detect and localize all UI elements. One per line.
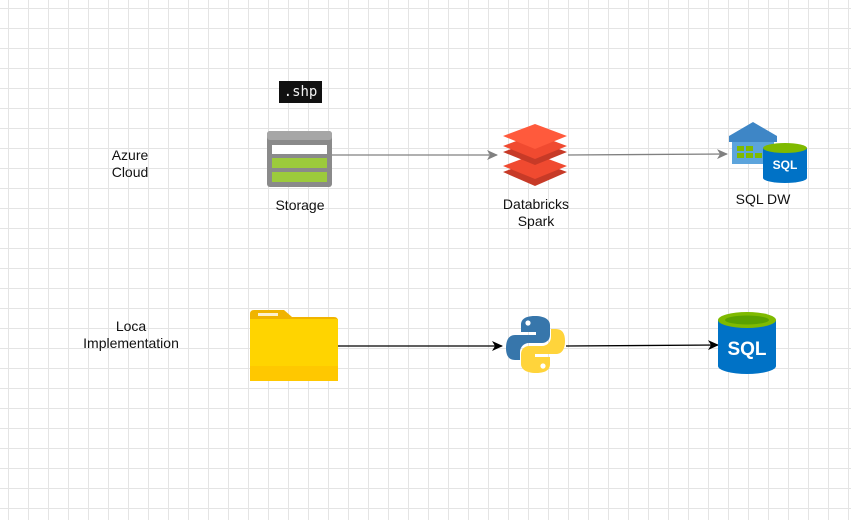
arrow-python-to-sql[interactable] (565, 340, 719, 351)
databricks-label-line: Databricks (502, 196, 570, 212)
python-icon[interactable] (505, 314, 566, 375)
sql-dw-label: SQL DW (735, 191, 791, 207)
arrow-databricks-to-sqldw[interactable] (567, 149, 728, 160)
sql-dw-icon-text: SQL (773, 158, 798, 172)
databricks-spark-label: Databricks Spark (490, 196, 582, 230)
row-label-line: Loca (115, 318, 147, 334)
databricks-icon[interactable] (503, 124, 567, 186)
row-label-line: Cloud (111, 164, 149, 180)
row-label-azure-cloud[interactable]: Azure Cloud (95, 147, 165, 181)
row-label-local-implementation[interactable]: Loca Implementation (75, 318, 187, 352)
storage-icon[interactable] (267, 131, 332, 187)
storage-label: Storage (275, 197, 325, 213)
folder-icon[interactable] (250, 310, 338, 381)
shp-file-badge[interactable]: .shp (279, 81, 322, 103)
sql-database-icon-text: SQL (727, 339, 766, 360)
sql-database-icon[interactable]: SQL (718, 312, 776, 374)
databricks-label-line: Spark (517, 213, 555, 229)
row-label-line: Implementation (83, 335, 179, 351)
row-label-line: Azure (111, 147, 149, 163)
sql-dw-icon[interactable]: SQL (729, 122, 809, 184)
